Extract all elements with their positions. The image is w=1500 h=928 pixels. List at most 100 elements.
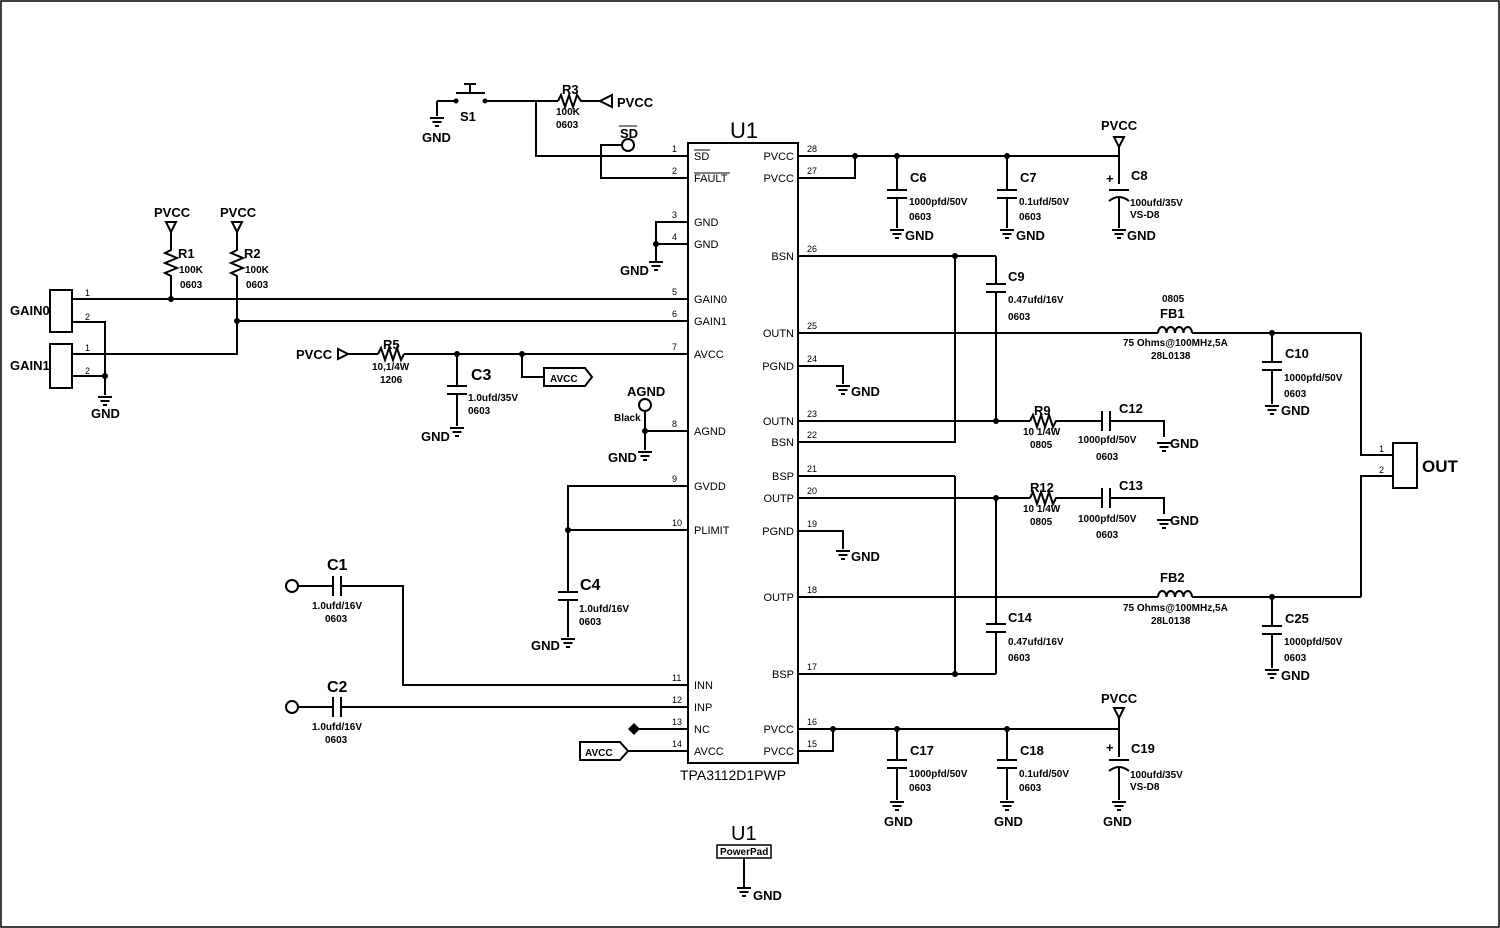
c13-gnd-label: GND (1170, 513, 1199, 528)
c9-ref: C9 (1008, 269, 1025, 284)
chip-u1[interactable]: U1 TPA3112D1PWP 1SD2FAULT3GND4GND5GAIN06… (672, 118, 817, 783)
capacitor-c1[interactable]: C1 1.0ufd/16V 0603 (298, 557, 688, 686)
right-pin-name: PVCC (763, 724, 794, 736)
c14-ref: C14 (1008, 610, 1033, 625)
c2-value: 1.0ufd/16V (312, 722, 362, 733)
switch-s1[interactable]: S1 GND (422, 83, 558, 145)
right-pin-number: 27 (807, 166, 817, 176)
connector-out[interactable]: 1 2 OUT (1379, 442, 1459, 489)
c17-ref: C17 (910, 743, 934, 758)
r12-pkg: 0805 (1030, 517, 1053, 528)
connector-gain1[interactable]: GAIN1 1 2 (10, 343, 90, 389)
right-pin-number: 17 (807, 662, 817, 672)
c13-ref: C13 (1119, 478, 1143, 493)
right-pin-name: BSN (771, 251, 794, 263)
agnd-testpoint[interactable] (638, 398, 652, 412)
bottom-pvcc-label: PVCC (1101, 691, 1138, 706)
right-pin-number: 22 (807, 430, 817, 440)
c25-value: 1000pfd/50V (1284, 637, 1343, 648)
input-inn-terminal[interactable] (285, 579, 299, 593)
capacitor-c4[interactable]: C4 1.0ufd/16V 0603 GND (531, 577, 629, 653)
powerpad-ref: U1 (731, 823, 757, 845)
r12-value: 10 1/4W (1023, 504, 1061, 515)
c7-value: 0.1ufd/50V (1019, 197, 1069, 208)
c18-gnd-label: GND (994, 814, 1023, 829)
ferrite-fb1[interactable]: 0805 FB1 75 Ohms@100MHz,5A 28L0138 (1123, 294, 1228, 362)
capacitor-c10[interactable]: C10 1000pfd/50V 0603 GND (1262, 333, 1343, 418)
nc-marker (628, 723, 640, 735)
resistor-r2[interactable]: PVCC R2 100K 0603 (220, 205, 270, 291)
c4-gnd-label: GND (531, 638, 560, 653)
capacitor-c14[interactable]: C14 0.47ufd/16V 0603 (986, 610, 1064, 664)
right-pin-name: PVCC (763, 746, 794, 758)
left-pin-number: 10 (672, 518, 682, 528)
capacitor-c7[interactable]: C7 0.1ufd/50V 0603 GND (997, 156, 1069, 243)
capacitor-c17[interactable]: C17 1000pfd/50V 0603 GND (884, 729, 968, 829)
right-pin-name: PGND (762, 361, 794, 373)
gain-gnd-label: GND (91, 406, 120, 421)
gain1-pin2: 2 (85, 366, 90, 376)
capacitor-c9[interactable]: C9 0.47ufd/16V 0603 (986, 269, 1064, 421)
capacitor-c18[interactable]: C18 0.1ufd/50V 0603 GND (994, 729, 1069, 829)
c6-value: 1000pfd/50V (909, 197, 968, 208)
r9-ref: R9 (1034, 403, 1051, 418)
gain1-pin1: 1 (85, 343, 90, 353)
capacitor-c19[interactable]: + C19 100ufd/35V VS-D8 GND (1103, 740, 1183, 829)
out-pin2: 2 (1379, 465, 1384, 475)
capacitor-c2[interactable]: C2 1.0ufd/16V 0603 (298, 679, 688, 746)
c4-ref: C4 (580, 577, 601, 594)
resistor-r1[interactable]: PVCC R1 100K 0603 (154, 205, 204, 299)
outp-network (798, 475, 1393, 600)
c18-pkg: 0603 (1019, 783, 1042, 794)
powerpad-label: PowerPad (720, 847, 768, 858)
resistor-r9[interactable]: R9 10 1/4W 0805 (1023, 403, 1102, 451)
fb1-value: 75 Ohms@100MHz,5A (1123, 338, 1228, 349)
c18-ref: C18 (1020, 743, 1044, 758)
resistor-r5[interactable]: R5 10,1/4W 1206 (372, 337, 410, 386)
resistor-r12[interactable]: R12 10 1/4W 0805 (1023, 480, 1102, 528)
left-pin-name: INN (694, 680, 713, 692)
capacitor-c13[interactable]: C13 1000pfd/50V 0603 GND (1078, 478, 1199, 541)
pgnd-19: GND (798, 530, 880, 564)
capacitor-c25[interactable]: C25 1000pfd/50V 0603 GND (1262, 597, 1343, 683)
fb1-pn: 28L0138 (1151, 351, 1191, 362)
r9-value: 10 1/4W (1023, 427, 1061, 438)
capacitor-c6[interactable]: C6 1000pfd/50V 0603 GND (887, 156, 968, 243)
capacitor-c12[interactable]: C12 1000pfd/50V 0603 GND (1078, 401, 1199, 463)
resistor-r3[interactable]: R3 100K 0603 (556, 82, 600, 131)
c8-value: 100ufd/35V (1130, 198, 1183, 209)
avcc-flag-2-label: AVCC (585, 748, 613, 759)
powerpad[interactable]: U1 PowerPad GND (716, 823, 782, 903)
c4-pkg: 0603 (579, 617, 602, 628)
c2-ref: C2 (327, 679, 348, 696)
capacitor-c3[interactable]: C3 1.0ufd/35V 0603 GND (421, 354, 518, 444)
connector-gain0[interactable]: GAIN0 1 2 (10, 288, 90, 333)
c17-gnd-label: GND (884, 814, 913, 829)
c2-pkg: 0603 (325, 735, 348, 746)
c8-pkg: VS-D8 (1130, 210, 1160, 221)
capacitor-c8[interactable]: + C8 100ufd/35V VS-D8 GND (1106, 168, 1183, 243)
right-pin-number: 19 (807, 519, 817, 529)
right-pin-number: 18 (807, 585, 817, 595)
c8-plus: + (1106, 171, 1114, 186)
c18-value: 0.1ufd/50V (1019, 769, 1069, 780)
right-pin-name: OUTN (763, 328, 794, 340)
left-pin-number: 8 (672, 419, 677, 429)
avcc-network: PVCC R5 10,1/4W 1206 C3 1.0ufd/35V 0603 … (296, 337, 688, 444)
left-pin-name: GAIN0 (694, 294, 727, 306)
input-inp-terminal[interactable] (285, 700, 299, 714)
c10-value: 1000pfd/50V (1284, 373, 1343, 384)
ferrite-fb2[interactable]: FB2 75 Ohms@100MHz,5A 28L0138 (1123, 570, 1228, 627)
c7-pkg: 0603 (1019, 212, 1042, 223)
c17-pkg: 0603 (909, 783, 932, 794)
left-pin-number: 1 (672, 144, 677, 154)
left-pin-number: 7 (672, 342, 677, 352)
sd-testpoint[interactable] (621, 138, 635, 152)
left-pin-name: NC (694, 724, 710, 736)
c8-ref: C8 (1131, 168, 1148, 183)
gnd-pins-3-4: GND (620, 221, 688, 278)
gvdd-network: C4 1.0ufd/16V 0603 GND (531, 485, 688, 653)
c1-pkg: 0603 (325, 614, 348, 625)
